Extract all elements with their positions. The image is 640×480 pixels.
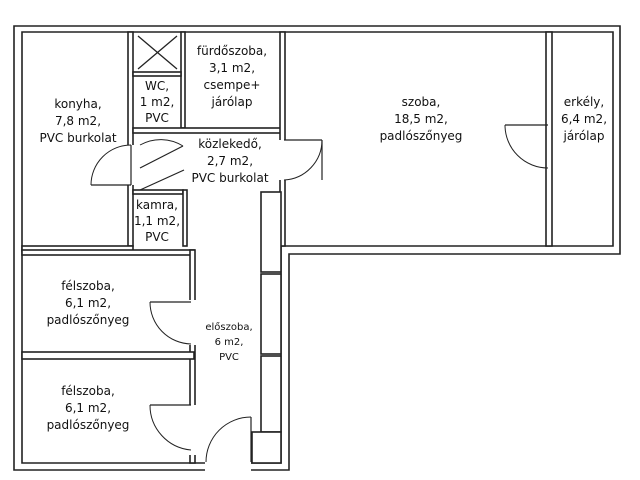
svg-text:közlekedő,: közlekedő, bbox=[198, 137, 262, 151]
room-label-felszoba-2: félszoba, 6,1 m2, padlószőnyeg bbox=[47, 384, 130, 432]
svg-text:erkély,: erkély, bbox=[564, 95, 604, 109]
svg-text:fürdőszoba,: fürdőszoba, bbox=[197, 44, 267, 58]
room-label-szoba: szoba, 18,5 m2, padlószőnyeg bbox=[380, 95, 463, 143]
room-label-felszoba-1: félszoba, 6,1 m2, padlószőnyeg bbox=[47, 279, 130, 327]
room-label-erkely: erkély, 6,4 m2, járólap bbox=[561, 95, 607, 143]
door-swings bbox=[90, 124, 549, 463]
svg-text:PVC burkolat: PVC burkolat bbox=[39, 131, 116, 145]
svg-text:járólap: járólap bbox=[210, 95, 252, 109]
svg-text:félszoba,: félszoba, bbox=[61, 279, 115, 293]
svg-text:6,1 m2,: 6,1 m2, bbox=[65, 401, 111, 415]
room-label-kamra: kamra, 1,1 m2, PVC bbox=[134, 198, 180, 244]
svg-text:PVC: PVC bbox=[145, 230, 169, 244]
svg-text:konyha,: konyha, bbox=[54, 97, 101, 111]
room-label-furdoszoba: fürdőszoba, 3,1 m2, csempe+ járólap bbox=[197, 44, 267, 109]
svg-text:szoba,: szoba, bbox=[402, 95, 441, 109]
svg-text:PVC: PVC bbox=[219, 352, 239, 363]
room-label-kozlekedo: közlekedő, 2,7 m2, PVC burkolat bbox=[191, 137, 268, 185]
room-label-konyha: konyha, 7,8 m2, PVC burkolat bbox=[39, 97, 116, 145]
svg-text:2,7 m2,: 2,7 m2, bbox=[207, 154, 253, 168]
svg-text:6 m2,: 6 m2, bbox=[215, 337, 244, 348]
svg-text:PVC burkolat: PVC burkolat bbox=[191, 171, 268, 185]
svg-text:padlószőnyeg: padlószőnyeg bbox=[47, 418, 130, 432]
svg-text:előszoba,: előszoba, bbox=[205, 321, 252, 333]
svg-text:kamra,: kamra, bbox=[136, 198, 178, 212]
svg-text:padlószőnyeg: padlószőnyeg bbox=[380, 129, 463, 143]
svg-text:félszoba,: félszoba, bbox=[61, 384, 115, 398]
svg-text:3,1 m2,: 3,1 m2, bbox=[209, 61, 255, 75]
svg-text:WC,: WC, bbox=[145, 79, 169, 93]
svg-text:csempe+: csempe+ bbox=[204, 78, 261, 92]
svg-text:padlószőnyeg: padlószőnyeg bbox=[47, 313, 130, 327]
svg-text:járólap: járólap bbox=[562, 129, 604, 143]
svg-text:6,1 m2,: 6,1 m2, bbox=[65, 296, 111, 310]
vent-shaft-icon bbox=[137, 35, 178, 70]
room-label-eloszoba: előszoba, 6 m2, PVC bbox=[205, 321, 252, 363]
svg-text:1,1 m2,: 1,1 m2, bbox=[134, 214, 180, 228]
svg-text:6,4 m2,: 6,4 m2, bbox=[561, 112, 607, 126]
svg-text:PVC: PVC bbox=[145, 111, 169, 125]
svg-text:1 m2,: 1 m2, bbox=[140, 95, 175, 109]
svg-text:7,8 m2,: 7,8 m2, bbox=[55, 114, 101, 128]
interior-walls bbox=[21, 31, 553, 464]
room-label-wc: WC, 1 m2, PVC bbox=[140, 79, 175, 125]
svg-text:18,5 m2,: 18,5 m2, bbox=[394, 112, 448, 126]
